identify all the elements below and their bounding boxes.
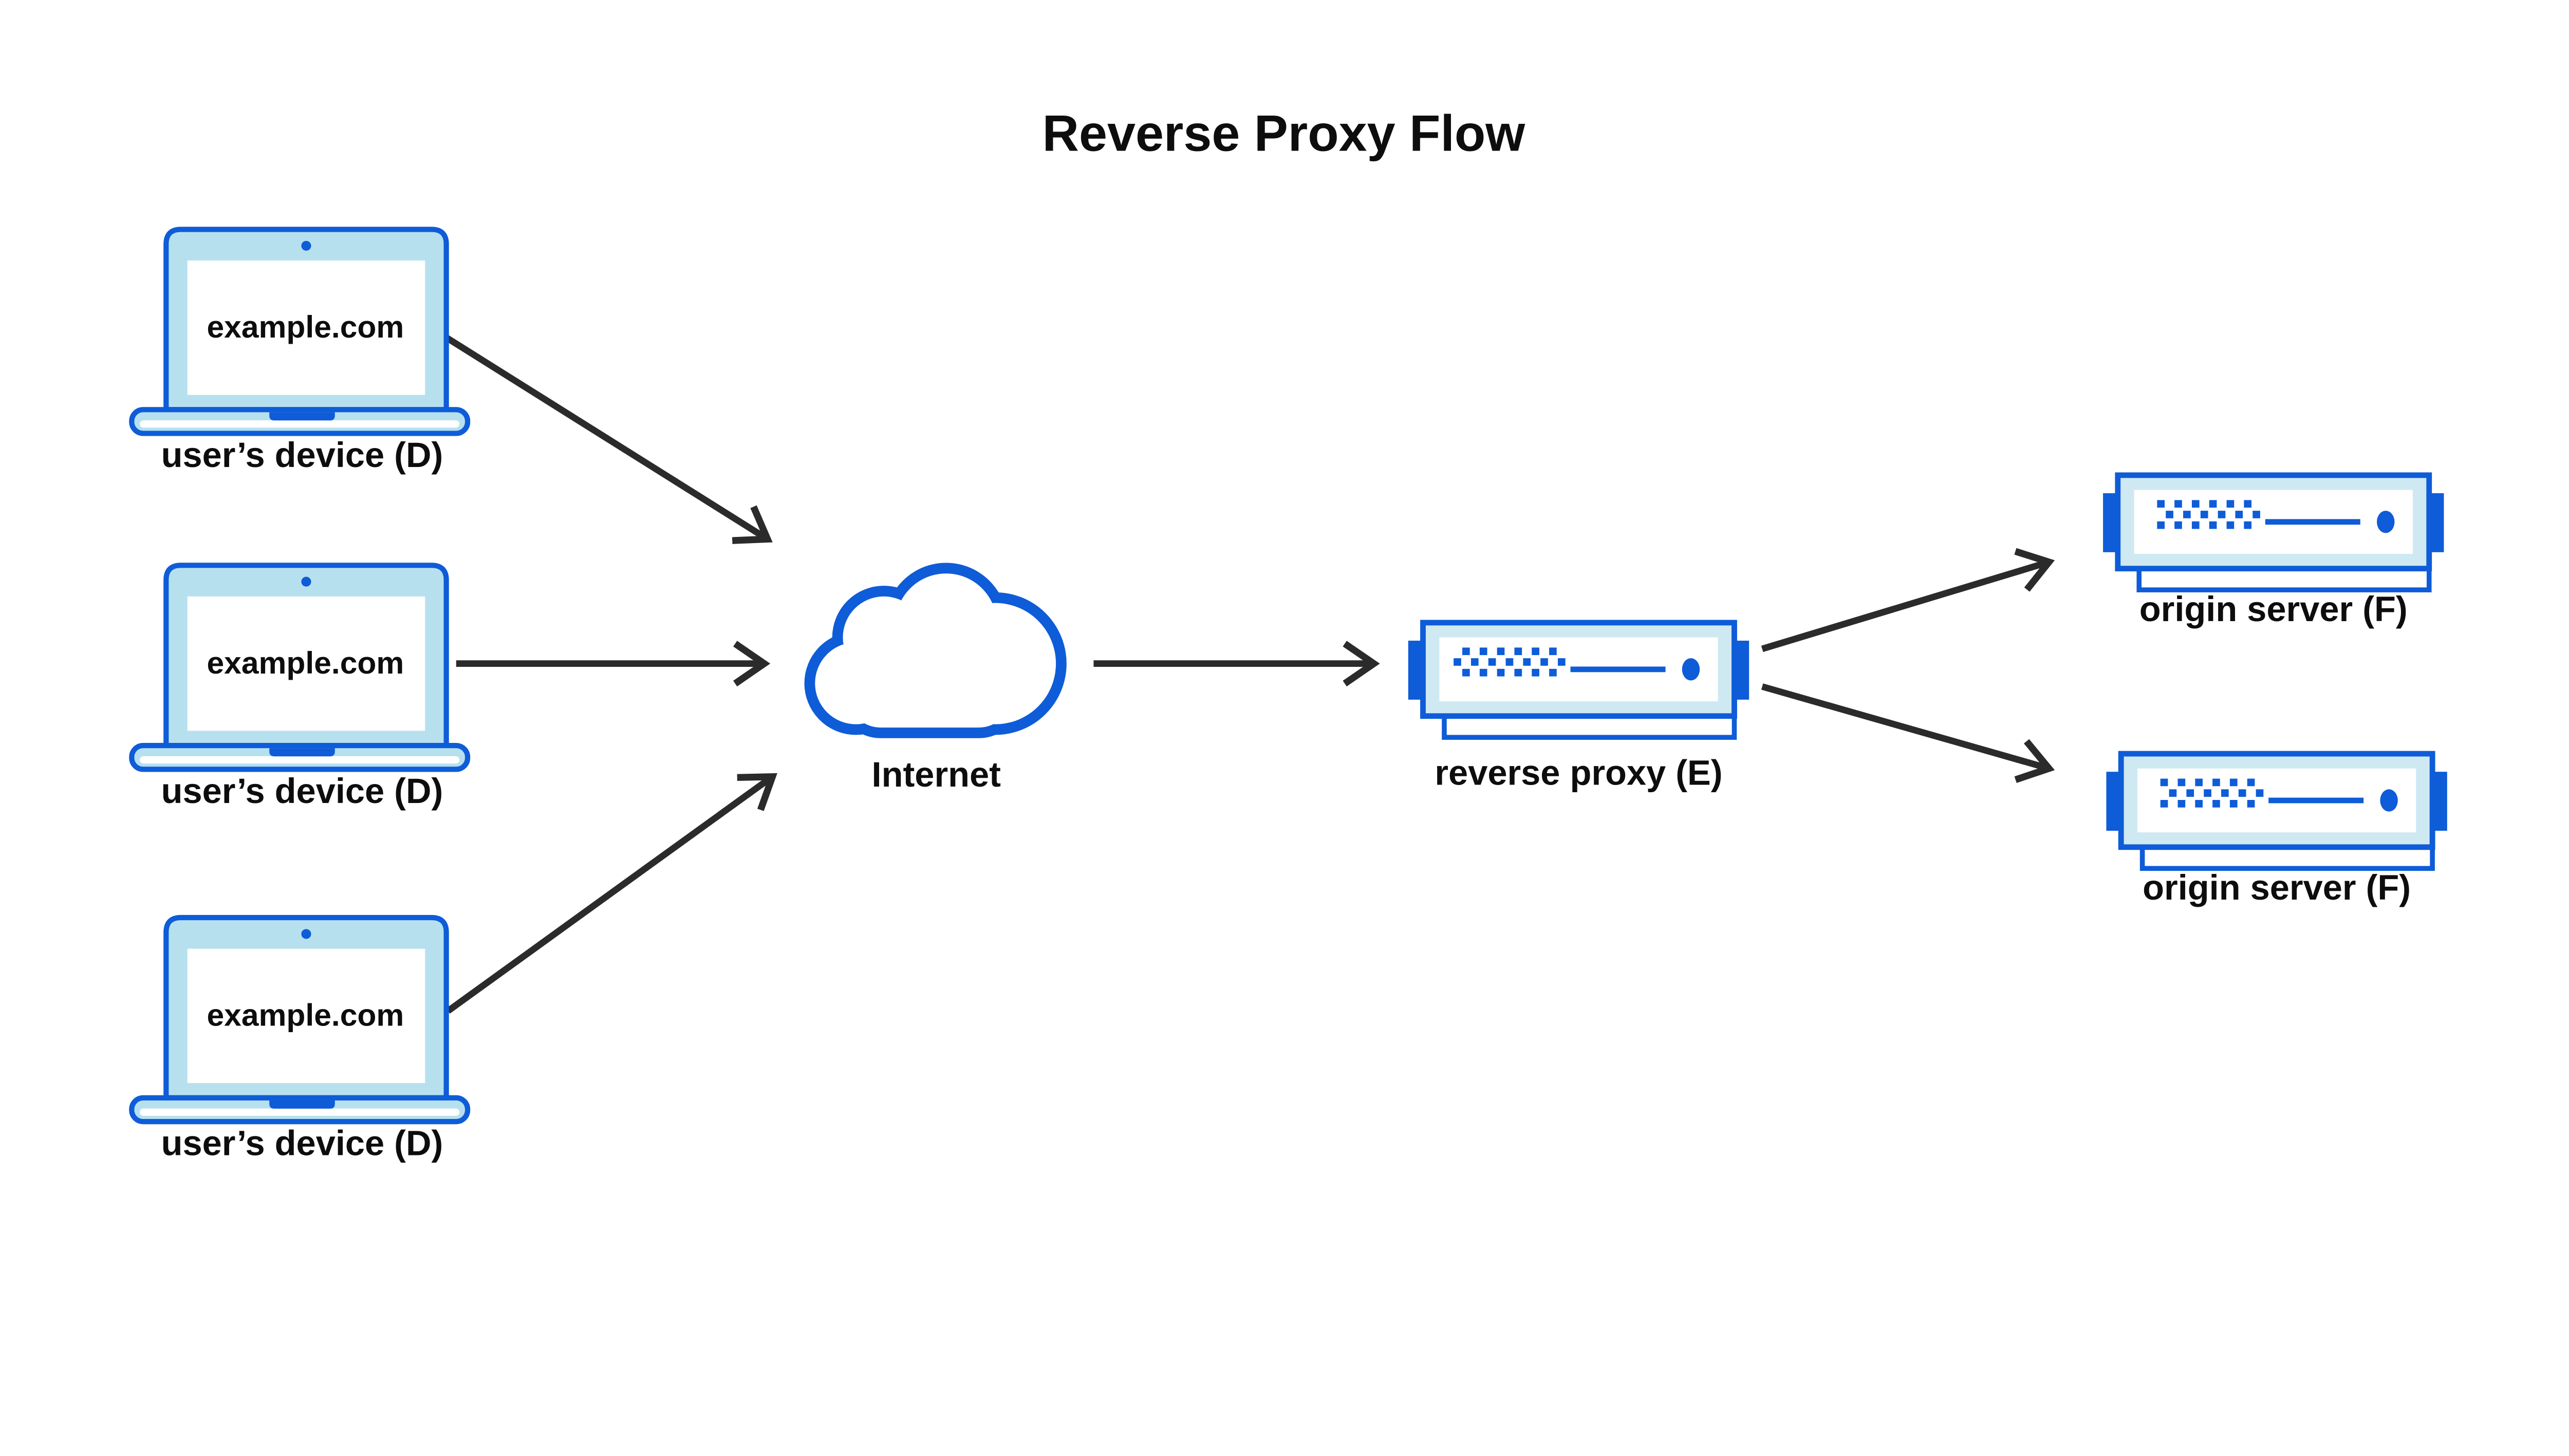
reverse-proxy-flow-diagram: Reverse Proxy Flow example.com user’s de… (0, 105, 2569, 1163)
origin2-label: origin server (F) (2143, 868, 2411, 907)
node-user-device-1: example.com user’s device (D) (132, 230, 468, 475)
node-origin-server-1: origin server (F) (2103, 475, 2444, 629)
server-icon (2106, 754, 2447, 868)
device1-label: user’s device (D) (161, 435, 443, 475)
device3-screen-text: example.com (207, 998, 404, 1033)
arrow-device1-to-internet (444, 334, 773, 544)
device3-label: user’s device (D) (161, 1123, 443, 1163)
node-reverse-proxy: reverse proxy (E) (1408, 623, 1749, 793)
node-origin-server-2: origin server (F) (2106, 754, 2447, 907)
node-internet: Internet (815, 573, 1056, 794)
device2-screen-text: example.com (207, 645, 404, 680)
internet-label: Internet (872, 755, 1001, 794)
device1-screen-text: example.com (207, 309, 404, 344)
arrow-proxy-to-origin1 (1761, 548, 2055, 652)
node-user-device-2: example.com user’s device (D) (132, 565, 468, 811)
diagram-canvas: Reverse Proxy Flow example.com user’s de… (0, 105, 2569, 1163)
origin1-label: origin server (F) (2139, 589, 2408, 629)
server-icon (2103, 475, 2444, 590)
arrow-device3-to-internet (446, 773, 777, 1014)
node-user-device-3: example.com user’s device (D) (132, 918, 468, 1163)
server-icon (1408, 623, 1749, 737)
device2-label: user’s device (D) (161, 771, 443, 811)
reverse-proxy-label: reverse proxy (E) (1435, 753, 1722, 793)
page-title: Reverse Proxy Flow (1043, 105, 1526, 161)
cloud-icon (815, 573, 1056, 727)
arrow-proxy-to-origin2 (1761, 683, 2055, 783)
flow-arrows (444, 334, 2055, 1014)
